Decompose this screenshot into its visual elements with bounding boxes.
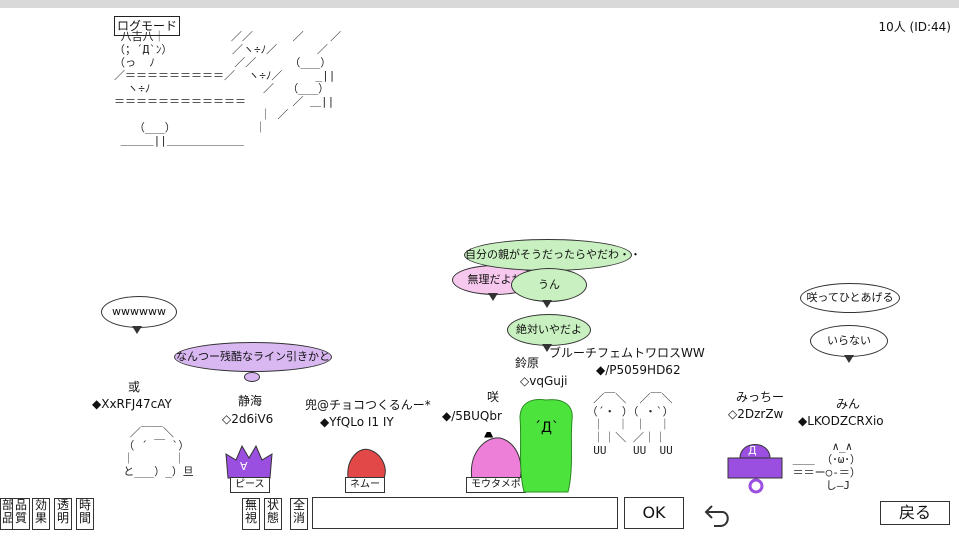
speech-bubble: なんつー残酷なライン引きかと [174, 342, 332, 372]
speech-bubble: いらない [810, 325, 888, 357]
speech-bubble: 絶対いやだよ [507, 314, 591, 346]
avatar-car-purple[interactable]: Д [726, 436, 786, 494]
user-trip: ◆/P5059HD62 [596, 363, 681, 377]
bubble-tail [844, 355, 854, 363]
user-trip: ◆/5BUQbr [442, 409, 502, 423]
avatar-giko[interactable]: ／￣￣＼ （ ´ ￣ `） ｜ ｜ と___）_）旦 [123, 426, 194, 478]
avatar-cat-purple[interactable]: ∀ [224, 440, 274, 480]
user-name: 咲 [487, 390, 500, 404]
speech-bubble: 咲ってひとあげる [800, 283, 900, 313]
bubble-tail [132, 326, 142, 334]
toolbar-button[interactable]: 透明 [54, 498, 72, 530]
speech-bubble: 自分の親がそうだったらやだわ・・ [464, 239, 641, 271]
top-bar [0, 0, 959, 8]
user-trip: ◇2DzrZw [728, 407, 784, 421]
user-trip: ◆XxRFJ47cAY [92, 397, 172, 411]
toolbar-button[interactable]: 時間 [76, 498, 94, 530]
avatar-green-tall[interactable]: ´Д` [516, 398, 576, 494]
thought-dot [244, 372, 260, 382]
log-mode-button[interactable]: ログモード [114, 16, 180, 36]
avatar-blob-red[interactable] [344, 444, 388, 480]
clear-all-button[interactable]: 全消 [290, 498, 308, 530]
user-name: ブルーチフェムトワロスWW [549, 346, 705, 360]
bubble-tail [542, 300, 552, 308]
avatar-mona[interactable]: ∧_∧ ＿＿ （･ω･） ＝＝ー○-＝） し―J [792, 440, 861, 492]
user-name: 兜@チョコつくるんー* [305, 398, 431, 412]
speech-bubble: うん [511, 268, 587, 302]
user-count: 10人 (ID:44) [878, 20, 951, 34]
avatar-twins[interactable]: ／￣＼ ／￣＼ （´・ ）（ ・`） ｜ ｜ ｜ ｜ ｜｜＼ ／｜｜ UU UU… [586, 392, 674, 457]
status-button[interactable]: 状態 [264, 498, 282, 530]
user-name: 静海 [238, 394, 263, 408]
undo-arrow-icon[interactable] [702, 498, 734, 528]
user-trip: ◇vqGuji [520, 374, 568, 388]
svg-text:Д: Д [748, 444, 757, 457]
toolbar-button[interactable]: 効果 [32, 498, 50, 530]
svg-text:´Д`: ´Д` [534, 420, 559, 436]
svg-text:∀: ∀ [240, 460, 248, 473]
user-trip: ◆YfQLo I1 IY [320, 415, 394, 429]
toolbar-button[interactable]: 品質 [12, 498, 30, 530]
user-name: 或 [128, 380, 141, 394]
chat-input[interactable] [312, 497, 618, 529]
avatar-tag: ネムー [345, 477, 385, 493]
user-trip: ◆LKODZCRXio [798, 414, 884, 428]
background-ascii-art: 八吉八｜ ／／ ／ ／ （；´Д`ﾝ） ／ヽ÷ﾉ／ ／ （っ ﾉ ／／ （___… [114, 30, 342, 147]
ignore-button[interactable]: 無視 [242, 498, 260, 530]
ok-button[interactable]: OK [624, 497, 684, 529]
bubble-tail [488, 293, 498, 301]
user-name: みっちー [736, 390, 785, 404]
svg-text:▲: ▲ [484, 432, 494, 439]
bubble-tail [542, 344, 552, 352]
speech-bubble: wwwwww [101, 296, 177, 328]
user-name: みん [836, 397, 861, 411]
back-button[interactable]: 戻る [880, 501, 950, 525]
avatar-tag: ピース [230, 477, 270, 493]
user-trip: ◇2d6iV6 [222, 412, 274, 426]
user-name: 鈴原 [515, 356, 540, 370]
avatar-tag: モウタメポ [466, 477, 526, 493]
